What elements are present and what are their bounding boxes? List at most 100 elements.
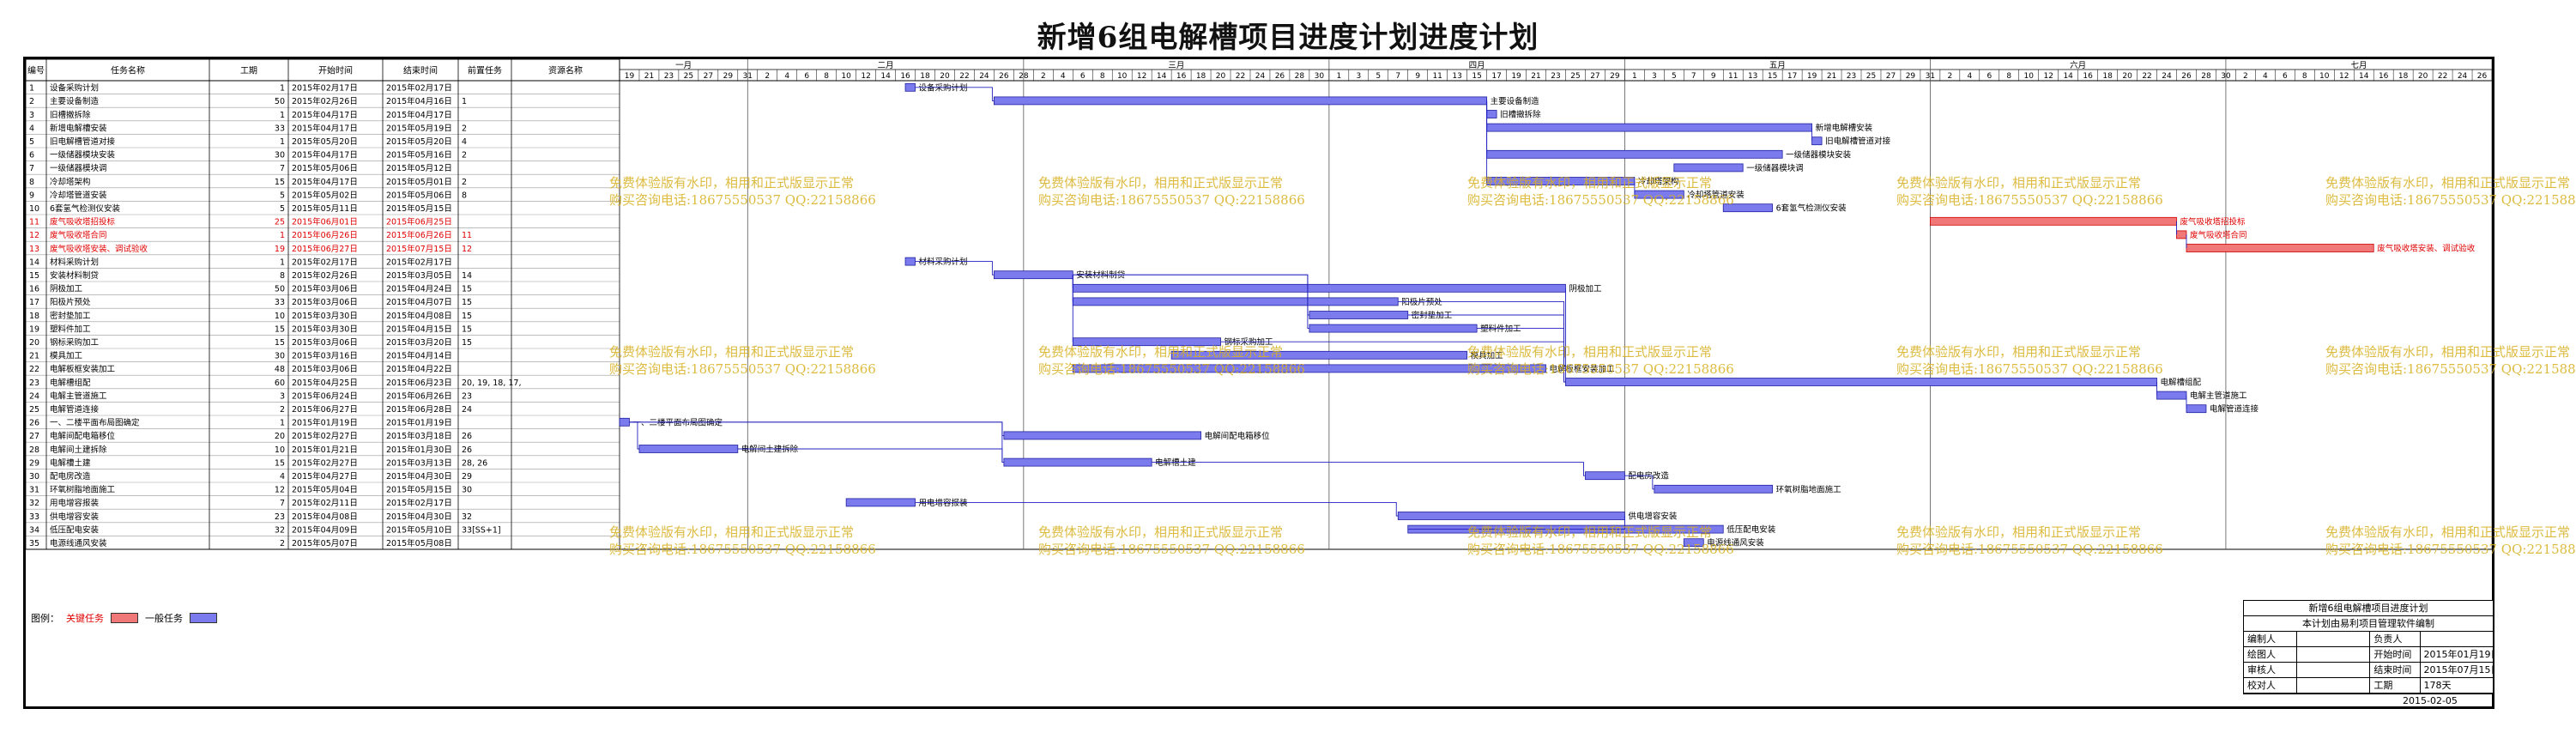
table-cell: 2015年04月27日 — [292, 471, 358, 482]
table-cell: 2015年03月18日 — [386, 431, 452, 441]
day-label: 6 — [1080, 72, 1085, 81]
table-cell: 15 — [462, 338, 472, 348]
table-cell: 2015年05月15日 — [386, 485, 452, 495]
table-cell: 33 — [275, 298, 285, 307]
month-label: 三月 — [1168, 61, 1184, 70]
dependency-line — [1073, 274, 1309, 330]
day-label: 21 — [1531, 72, 1540, 81]
legend-normal-label: 一般任务 — [145, 613, 183, 624]
table-cell: 33 — [29, 512, 39, 522]
table-cell: 14 — [462, 271, 472, 281]
table-cell: 19 — [29, 324, 39, 334]
day-label: 19 — [1511, 72, 1521, 81]
month-label: 五月 — [1769, 61, 1786, 70]
table-cell: 2015年06月23日 — [386, 378, 452, 388]
day-label: 2 — [765, 72, 770, 81]
title-block-cell — [2297, 632, 2371, 646]
day-label: 25 — [684, 72, 693, 81]
table-cell: 密封垫加工 — [50, 311, 91, 321]
table-cell: 2015年05月15日 — [386, 203, 452, 214]
day-label: 12 — [2339, 72, 2349, 81]
day-label: 6 — [2283, 72, 2288, 81]
title-block-name: 新增6组电解槽项目进度计划 — [2308, 603, 2428, 614]
table-cell: 1 — [29, 84, 34, 94]
task-bar — [1673, 163, 1744, 173]
day-label: 17 — [1491, 72, 1501, 81]
table-cell: 2015年04月30日 — [386, 512, 452, 522]
task-bar-label: 电解间土建拆除 — [741, 445, 799, 455]
table-cell: 3 — [29, 111, 34, 120]
day-label: 14 — [1157, 72, 1167, 81]
page-title: 新增6组电解槽项目进度计划进度计划 — [1037, 21, 1539, 55]
table-header-3: 开始时间 — [318, 65, 353, 76]
table-cell: 2015年04月30日 — [386, 471, 452, 482]
day-label: 23 — [1551, 72, 1560, 81]
task-bar-label: 电解间配电箱移位 — [1205, 431, 1271, 441]
task-bar-label: 废气吸收塔合同 — [2190, 230, 2247, 240]
table-cell: 2015年06月26日 — [386, 391, 452, 401]
table-cell: 18 — [29, 312, 39, 321]
table-cell: 冷却塔管道安装 — [50, 190, 107, 200]
table-cell: 电源线通风安装 — [50, 538, 107, 548]
table-cell: 26 — [462, 445, 472, 455]
day-label: 15 — [1768, 72, 1777, 81]
table-cell: 29 — [462, 472, 472, 482]
month-label: 二月 — [878, 61, 894, 70]
task-bar — [1585, 471, 1625, 481]
day-label: 16 — [900, 72, 910, 81]
table-cell: 2015年06月24日 — [292, 391, 358, 401]
day-label: 2 — [1948, 72, 1953, 81]
day-label: 9 — [1711, 72, 1716, 81]
table-cell: 15 — [462, 298, 472, 307]
day-label: 26 — [1275, 72, 1285, 81]
task-bar — [1486, 149, 1783, 159]
table-cell: 2015年04月17日 — [292, 123, 358, 133]
day-label: 8 — [2302, 72, 2307, 81]
task-bar — [1072, 337, 1221, 347]
table-header-6: 资源名称 — [548, 65, 583, 76]
table-cell: 2015年03月16日 — [292, 351, 358, 361]
table-cell: 2015年02月27日 — [292, 431, 358, 441]
table-cell: 24 — [29, 391, 39, 401]
table-cell: 10 — [275, 312, 285, 321]
table-cell: 2 — [462, 178, 467, 187]
table-cell: 32 — [275, 525, 285, 535]
month-label: 一月 — [675, 61, 692, 70]
table-cell: 2015年02月17日 — [292, 83, 358, 94]
task-bar — [2186, 404, 2207, 414]
table-cell: 2015年01月19日 — [292, 418, 358, 428]
day-label: 22 — [2438, 72, 2447, 81]
table-cell: 30 — [29, 472, 39, 482]
table-cell: 26 — [29, 419, 39, 428]
table-cell: 2015年04月14日 — [386, 351, 452, 361]
table-cell: 15 — [275, 324, 285, 334]
table-cell: 新增电解槽安装 — [50, 123, 107, 133]
task-bar-label: 电解槽组配 — [2161, 378, 2202, 388]
day-label: 1 — [1632, 72, 1637, 81]
day-label: 5 — [1376, 72, 1381, 81]
table-cell: 48 — [275, 365, 285, 374]
table-cell: 2015年02月11日 — [292, 498, 358, 508]
table-cell: 23 — [462, 391, 472, 401]
table-cell: 2015年02月17日 — [386, 498, 452, 508]
title-block-cell — [2297, 678, 2371, 693]
day-label: 14 — [2359, 72, 2369, 81]
table-cell: 2015年05月06日 — [386, 190, 452, 200]
table-cell: 8 — [462, 191, 467, 200]
task-bar-label: 旧槽撤拆除 — [1500, 110, 1541, 120]
task-bar — [994, 96, 1488, 106]
table-cell: 10 — [29, 204, 39, 214]
table-cell: 12 — [29, 231, 39, 240]
day-label: 26 — [2181, 72, 2192, 81]
table-cell: 2015年03月13日 — [386, 457, 452, 468]
title-block-row: 编制人负责人 — [2244, 632, 2493, 647]
table-cell: 1 — [280, 419, 285, 428]
task-bar-label: 冷却塔架构 — [1638, 177, 1679, 187]
table-cell: 26 — [462, 432, 472, 441]
table-header-0: 编号 — [27, 65, 45, 76]
table-cell: 2015年05月19日 — [386, 123, 452, 133]
day-label: 14 — [2063, 72, 2073, 81]
table-cell: 材料采购计划 — [50, 257, 99, 267]
title-block-subtitle-row: 本计划由易利项目管理软件编制 — [2244, 616, 2493, 632]
day-label: 10 — [2319, 72, 2330, 81]
